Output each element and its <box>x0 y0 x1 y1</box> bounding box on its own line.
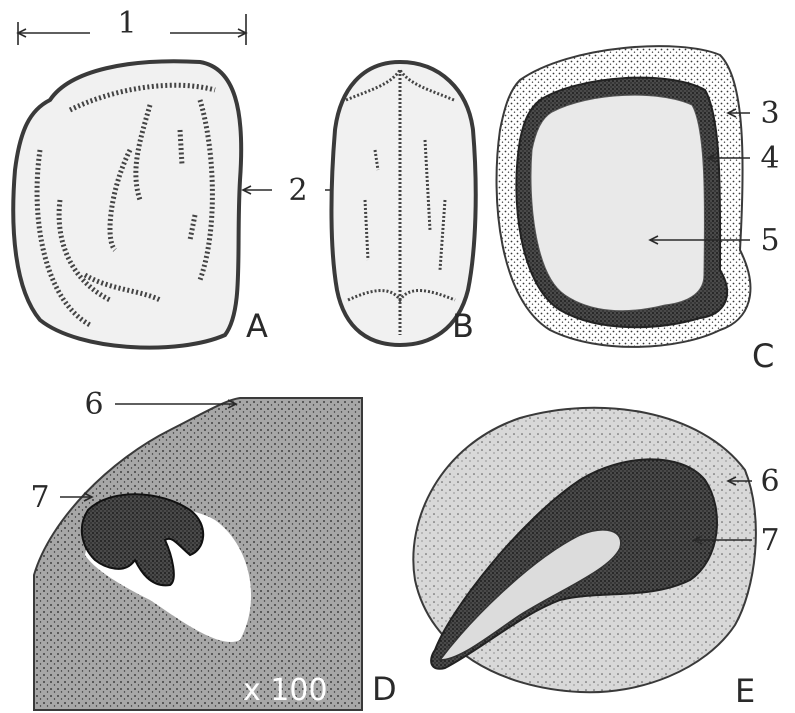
callout-6-e-label: 6 <box>760 464 779 499</box>
seed-b-outline <box>331 62 475 345</box>
callout-7-e-label: 7 <box>760 523 779 558</box>
scale-bar-label: 1 <box>117 6 136 41</box>
panel-c-letter: C <box>752 337 774 375</box>
panel-d-letter: D <box>372 670 397 708</box>
panel-e: 6 7 E <box>413 408 779 710</box>
panel-d: 6 7 x 100 D <box>30 387 396 710</box>
callout-2-label: 2 <box>288 173 307 208</box>
callout-3-label: 3 <box>760 96 779 131</box>
panel-c: 3 4 5 C <box>497 46 780 375</box>
panel-a: 1 A <box>13 6 268 348</box>
callout-7-d-label: 7 <box>30 480 49 515</box>
panel-b-letter: B <box>452 307 474 345</box>
panel-a-letter: A <box>246 307 268 345</box>
panel-b: B <box>331 62 475 345</box>
callout-4-label: 4 <box>760 141 779 176</box>
seed-a-outline <box>13 61 241 347</box>
callout-5-label: 5 <box>760 223 779 258</box>
scale-bar: 1 <box>18 6 246 45</box>
callout-6-d-label: 6 <box>84 387 103 422</box>
seed-c-endosperm <box>531 95 705 311</box>
magnification-label: x 100 <box>243 673 328 708</box>
panel-e-letter: E <box>735 672 755 710</box>
